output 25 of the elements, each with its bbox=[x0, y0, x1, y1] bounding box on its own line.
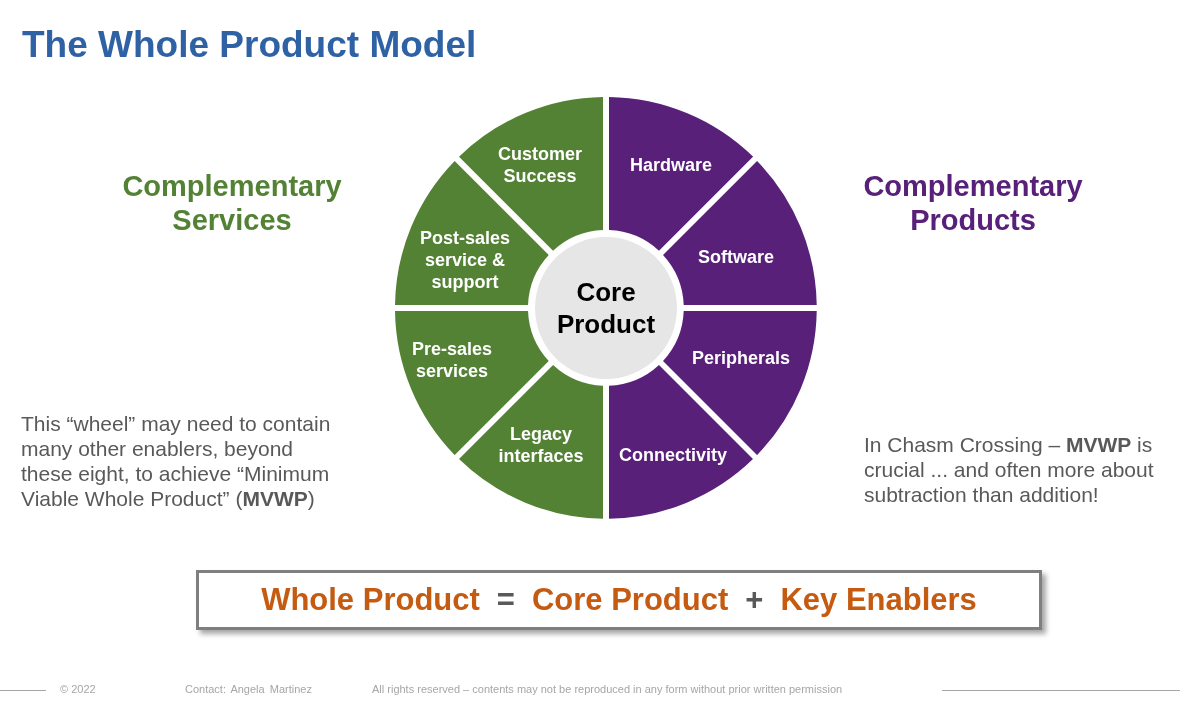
segment-label: Software bbox=[697, 246, 774, 268]
core-circle bbox=[535, 237, 677, 379]
formula-term: Core Product bbox=[531, 582, 729, 618]
note-text: In Chasm Crossing – MVWP is crucial ... and often more about subtraction than addition! bbox=[864, 432, 1155, 507]
group-heading: Complementary Products bbox=[862, 169, 1084, 237]
formula-operator: + bbox=[745, 582, 764, 618]
core-label: Core Product bbox=[555, 276, 657, 340]
segment-label: Pre-sales services bbox=[410, 338, 493, 382]
segment-label: Customer Success bbox=[496, 143, 583, 187]
segment-label: Hardware bbox=[630, 154, 712, 176]
wheel-segment bbox=[609, 97, 754, 251]
segment-label: Post-sales service & support bbox=[418, 227, 511, 293]
segment-label: Peripherals bbox=[691, 347, 790, 369]
formula-box bbox=[196, 570, 1042, 630]
formula-term: Whole Product bbox=[261, 582, 480, 618]
segment-label: Legacy interfaces bbox=[497, 423, 585, 467]
formula-term: Key Enablers bbox=[780, 582, 977, 618]
rights-notice: All rights reserved – contents may not be reproduced in any form without prior written permission bbox=[372, 683, 843, 695]
segment-label: Connectivity bbox=[619, 444, 727, 466]
contact-text: Contact: Angela Martinez bbox=[185, 683, 312, 695]
formula-operator: = bbox=[496, 582, 515, 618]
slide-title: The Whole Product Model bbox=[22, 23, 477, 67]
copyright-text: © 2022 bbox=[60, 683, 96, 695]
note-text: This “wheel” may need to contain many other enablers, beyond these eight, to achieve “Minimum Viable Whole Product” (MVWP) bbox=[21, 411, 332, 511]
group-heading: Complementary Services bbox=[121, 169, 343, 237]
